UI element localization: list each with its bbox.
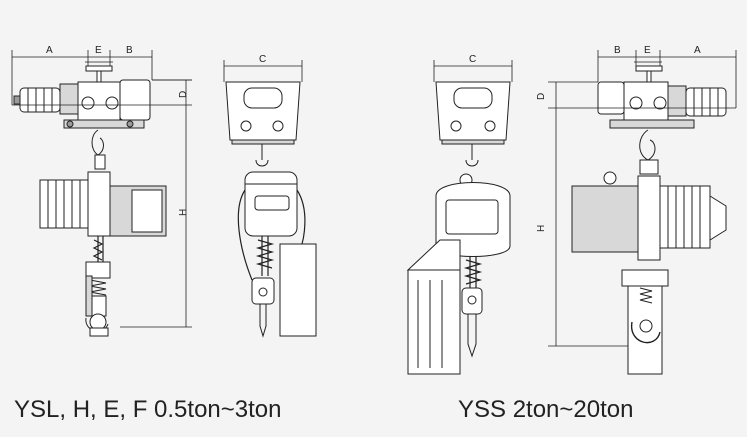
caption-ysl: YSL, H, E, F 0.5ton~3ton xyxy=(14,396,282,423)
yss-side-view: B E A D xyxy=(536,45,737,375)
yss-dim-d xyxy=(548,81,736,109)
yss-top-dimensions xyxy=(597,50,737,108)
ysl-load-chain xyxy=(92,236,104,262)
ysl-hoist-body xyxy=(39,171,167,237)
dim-label-a-yss: A xyxy=(694,45,701,56)
ysl-front-view: C xyxy=(223,54,317,338)
ysl-top-dimensions xyxy=(11,50,153,105)
yss-trolley xyxy=(597,81,727,129)
ysl-trolley-frame xyxy=(63,79,151,129)
dim-label-b: B xyxy=(126,45,133,56)
dim-label-e-yss: E xyxy=(644,45,651,56)
ysl-trolley-motor xyxy=(13,83,79,115)
yss-front-chain-bag xyxy=(406,239,461,375)
dim-label-c-front: C xyxy=(259,54,266,65)
yss-hoist-body xyxy=(571,171,727,261)
dim-label-d-yss: D xyxy=(536,93,547,100)
yss-suspension-hook xyxy=(639,129,659,175)
ysl-front-dim-c xyxy=(223,60,303,82)
dim-label-b-yss: B xyxy=(614,45,621,56)
dim-label-e: E xyxy=(95,45,102,56)
ysl-front-chain-bag xyxy=(279,243,317,337)
ysl-front-chains xyxy=(237,189,306,281)
yss-front-view: C xyxy=(406,54,513,375)
ysl-spring-and-container xyxy=(85,261,111,317)
dim-label-c-yss: C xyxy=(469,54,476,65)
yss-front-hanger xyxy=(465,144,479,167)
ysl-front-body xyxy=(244,171,298,237)
dim-label-h: H xyxy=(178,209,189,216)
dim-label-a: A xyxy=(46,45,53,56)
dim-label-d: D xyxy=(178,91,189,98)
ysl-dim-h xyxy=(120,79,192,328)
yss-front-chains xyxy=(463,256,483,288)
yss-dim-h xyxy=(548,108,628,347)
ysl-suspension-hook xyxy=(91,129,106,170)
ysl-bottom-hook xyxy=(85,313,109,337)
yss-front-bottom-block xyxy=(461,287,483,358)
dim-label-h-yss: H xyxy=(536,225,547,232)
yss-front-trolley xyxy=(435,81,511,145)
ysl-front-bottom-block xyxy=(251,277,275,338)
ysl-side-view: A E B xyxy=(11,45,192,337)
ysl-front-hanger xyxy=(255,144,269,167)
caption-yss: YSS 2ton~20ton xyxy=(458,396,634,423)
yss-bottom-block xyxy=(621,269,669,375)
ysl-front-trolley xyxy=(225,81,301,145)
yss-front-dim-c xyxy=(433,60,513,82)
yss-front-body xyxy=(435,173,511,257)
